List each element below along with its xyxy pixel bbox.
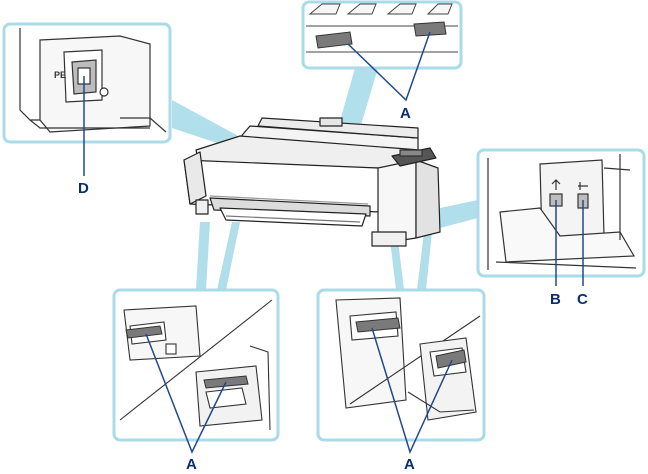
slot-a-bottom-left-1 <box>125 325 163 339</box>
printer-illustration <box>183 117 441 247</box>
beam-bottom-left-b <box>217 222 240 290</box>
inset-left: PE <box>2 22 172 176</box>
slot-a-top-left <box>315 31 353 49</box>
inset-bottom-left <box>112 288 280 454</box>
label-d: D <box>78 180 89 197</box>
label-a-bottom-right: A <box>404 456 415 473</box>
inset-bottom-right <box>316 288 486 455</box>
slot-a-bottom-right-1 <box>355 317 401 333</box>
label-a-bottom-left: A <box>186 456 197 473</box>
inset-top <box>301 0 463 102</box>
slot-a-top-right <box>413 21 447 37</box>
label-b: B <box>550 291 561 308</box>
label-c: C <box>577 291 588 308</box>
leader-a-bottom-right <box>371 327 453 455</box>
beam-bottom-right-a <box>390 240 404 290</box>
beam-left <box>172 100 242 150</box>
power-panel-mark: PE <box>54 70 66 80</box>
label-a-top: A <box>400 105 411 122</box>
beam-top <box>336 68 378 135</box>
beam-bottom-right-b <box>417 232 432 290</box>
leader-a-bottom-left <box>145 333 227 454</box>
slot-a-bottom-right-2 <box>435 349 467 369</box>
beam-right <box>440 200 478 228</box>
inset-right <box>476 148 646 286</box>
callout-beams <box>172 68 478 290</box>
leader-a-top <box>347 31 431 102</box>
beam-bottom-left-a <box>196 222 210 290</box>
